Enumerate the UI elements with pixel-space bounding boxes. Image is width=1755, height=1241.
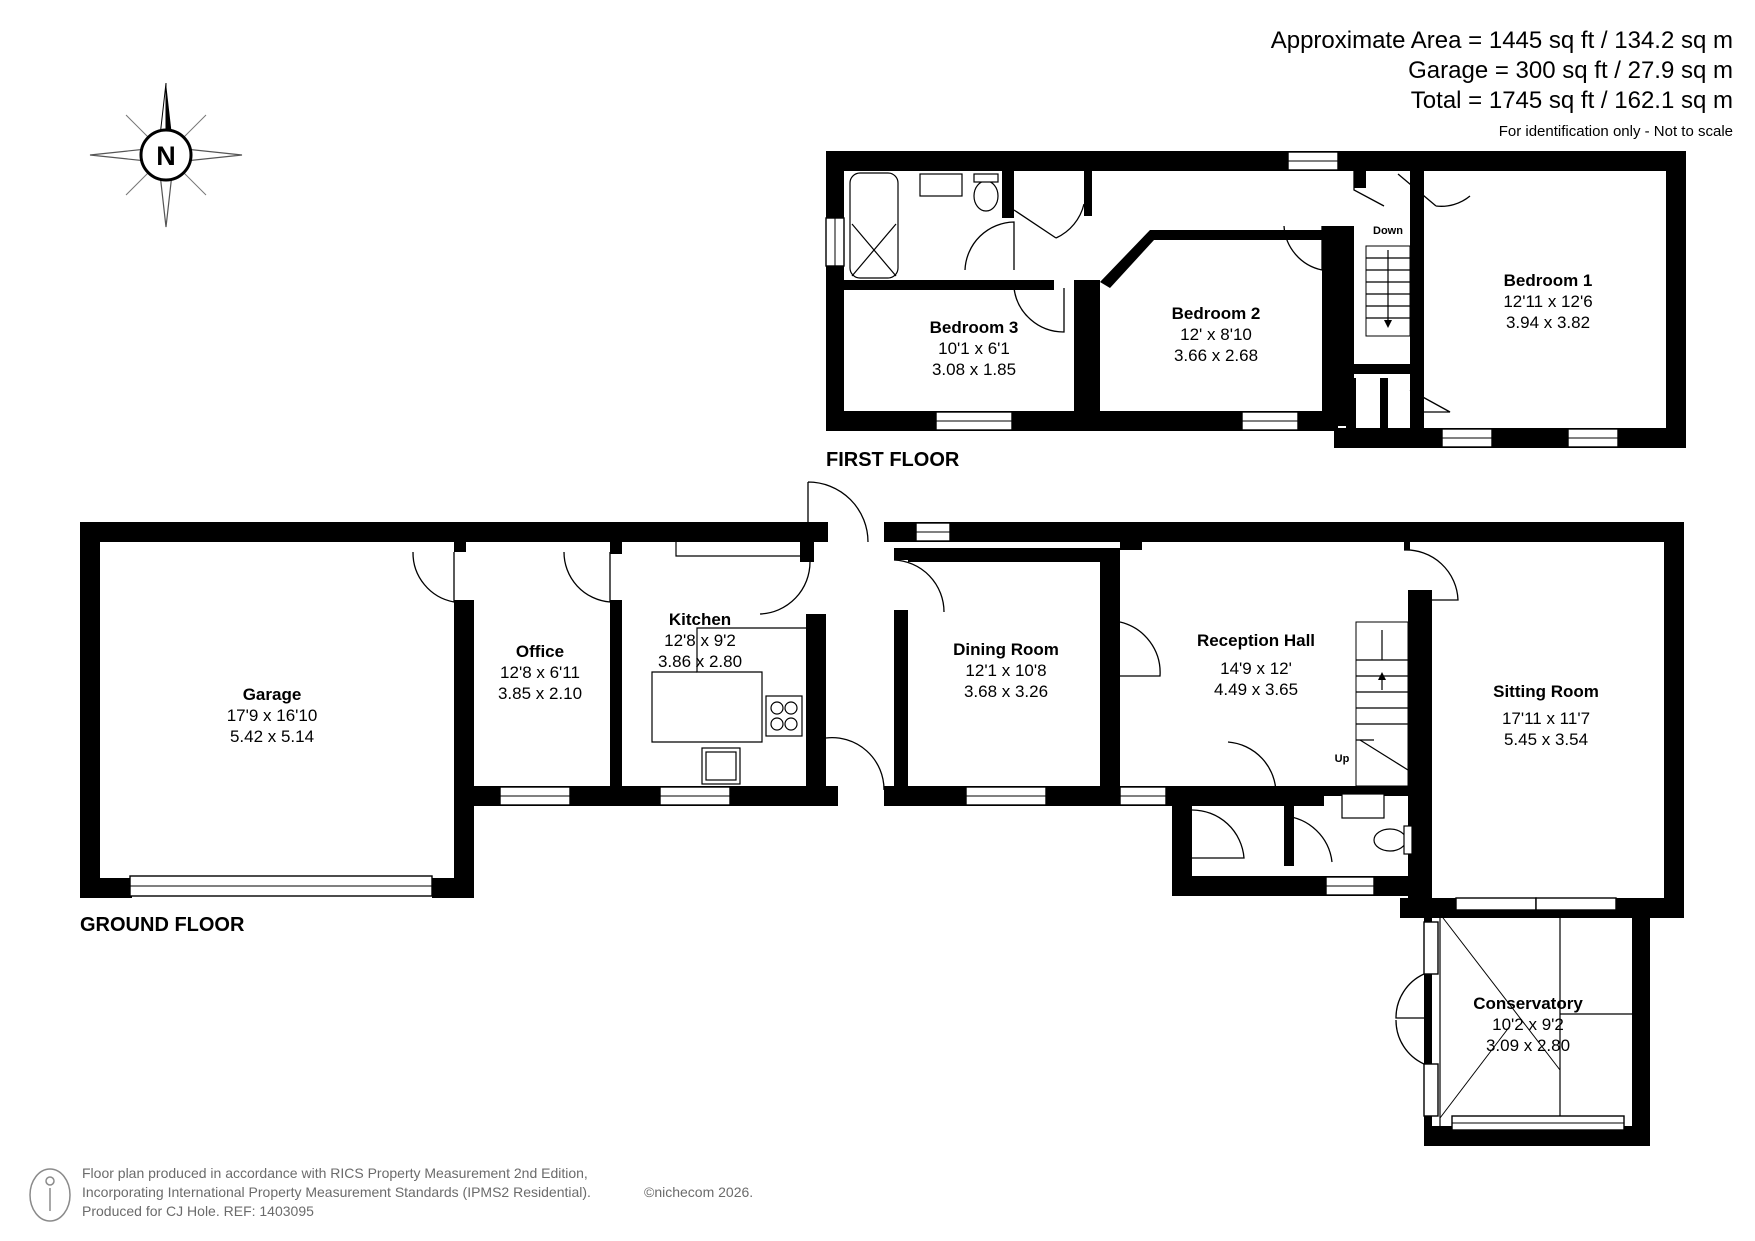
room-kitchen: Kitchen 12'8 x 9'2 3.86 x 2.80 (658, 610, 742, 671)
room-metric: 3.68 x 3.26 (964, 682, 1048, 701)
approximate-area: Approximate Area = 1445 sq ft / 134.2 sq… (1271, 27, 1733, 54)
room-metric: 3.09 x 2.80 (1486, 1036, 1570, 1055)
room-metric: 5.45 x 3.54 (1504, 730, 1588, 749)
sink-icon (919, 173, 963, 197)
room-imperial: 12'1 x 10'8 (965, 661, 1046, 680)
first-floor-plan: Down Bedroom 1 12'11 x 12'6 3.94 x 3.82 … (825, 151, 1686, 448)
footer-copyright: ©nichecom 2026. (644, 1184, 753, 1200)
ground-floor-label: GROUND FLOOR (80, 914, 245, 936)
kitchen-units (651, 542, 806, 785)
garage-area: Garage = 300 sq ft / 27.9 sq m (1408, 57, 1733, 84)
room-name: Reception Hall (1197, 631, 1315, 650)
hob-icon (765, 695, 803, 737)
area-summary: Approximate Area = 1445 sq ft / 134.2 sq… (1271, 27, 1733, 140)
room-garage: Garage 17'9 x 16'10 5.42 x 5.14 (227, 685, 318, 746)
footer-line-1: Floor plan produced in accordance with R… (82, 1165, 588, 1181)
compass-north-label: N (156, 141, 176, 171)
first-floor-stairs (1365, 245, 1411, 337)
room-reception-hall: Reception Hall 14'9 x 12' 4.49 x 3.65 (1197, 631, 1315, 699)
room-bedroom-3: Bedroom 3 10'1 x 6'1 3.08 x 1.85 (930, 318, 1019, 379)
room-imperial: 12'8 x 9'2 (664, 631, 736, 650)
room-metric: 3.94 x 3.82 (1506, 313, 1590, 332)
footer-line-2: Incorporating International Property Mea… (82, 1184, 591, 1200)
room-conservatory: Conservatory 10'2 x 9'2 3.09 x 2.80 (1473, 994, 1583, 1055)
room-imperial: 10'2 x 9'2 (1492, 1015, 1564, 1034)
room-metric: 3.85 x 2.10 (498, 684, 582, 703)
ground-floor-stairs (1355, 621, 1409, 787)
room-imperial: 12' x 8'10 (1180, 325, 1252, 344)
room-name: Bedroom 3 (930, 318, 1019, 337)
ground-floor-plan: Up Garage 17'9 x 16'10 5.42 x 5.14 Offic… (80, 481, 1684, 1146)
room-imperial: 17'9 x 16'10 (227, 706, 318, 725)
room-imperial: 12'8 x 6'11 (500, 663, 580, 682)
wc-toilet-icon (1373, 828, 1407, 852)
room-metric: 3.08 x 1.85 (932, 360, 1016, 379)
room-dining: Dining Room 12'1 x 10'8 3.68 x 3.26 (953, 640, 1059, 701)
room-bedroom-1: Bedroom 1 12'11 x 12'6 3.94 x 3.82 (1503, 271, 1592, 332)
room-name: Kitchen (669, 610, 731, 629)
footer: Floor plan produced in accordance with R… (29, 1165, 753, 1222)
room-bedroom-2: Bedroom 2 12' x 8'10 3.66 x 2.68 (1172, 304, 1261, 365)
room-name: Dining Room (953, 640, 1059, 659)
kitchen-sink-icon (701, 747, 741, 785)
room-metric: 4.49 x 3.65 (1214, 680, 1298, 699)
room-name: Bedroom 2 (1172, 304, 1261, 323)
room-name: Conservatory (1473, 994, 1583, 1013)
person-icon (29, 1168, 71, 1222)
room-metric: 3.86 x 2.80 (658, 652, 742, 671)
footer-line-3: Produced for CJ Hole. REF: 1403095 (82, 1203, 314, 1219)
room-name: Bedroom 1 (1504, 271, 1593, 290)
room-office: Office 12'8 x 6'11 3.85 x 2.10 (498, 642, 582, 703)
toilet-icon (973, 180, 999, 212)
room-metric: 5.42 x 5.14 (230, 727, 314, 746)
first-floor-label: FIRST FLOOR (826, 449, 960, 471)
stairs-up-label: Up (1335, 753, 1350, 765)
stairs-down-label: Down (1373, 225, 1403, 237)
room-name: Office (516, 642, 564, 661)
room-imperial: 14'9 x 12' (1220, 659, 1292, 678)
compass-rose-icon: N (89, 82, 243, 228)
room-name: Sitting Room (1493, 682, 1599, 701)
room-name: Garage (243, 685, 302, 704)
scale-disclaimer: For identification only - Not to scale (1499, 123, 1733, 140)
room-metric: 3.66 x 2.68 (1174, 346, 1258, 365)
wc-sink-icon (1341, 793, 1385, 819)
room-sitting: Sitting Room 17'11 x 11'7 5.45 x 3.54 (1493, 682, 1599, 749)
room-imperial: 10'1 x 6'1 (938, 339, 1010, 358)
total-area: Total = 1745 sq ft / 162.1 sq m (1411, 87, 1733, 114)
room-imperial: 12'11 x 12'6 (1503, 292, 1592, 311)
room-imperial: 17'11 x 11'7 (1502, 709, 1590, 728)
bath-icon (849, 172, 899, 279)
